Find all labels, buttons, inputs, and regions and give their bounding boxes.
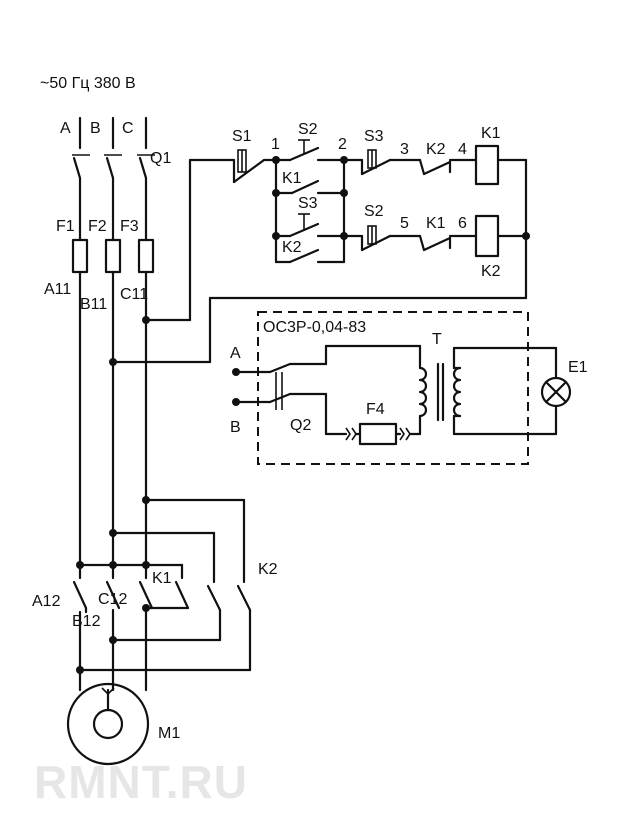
k2-interlock-label: K2 bbox=[426, 141, 446, 158]
k1-main-label: K1 bbox=[152, 570, 172, 587]
node-a12-label: A12 bbox=[32, 593, 61, 610]
node-b11-label: B11 bbox=[80, 296, 107, 313]
lighting-block-frame bbox=[257, 311, 529, 465]
node-b12-label: B12 bbox=[72, 613, 101, 630]
k2-main-contacts bbox=[206, 570, 252, 612]
node-c11-label: C11 bbox=[120, 286, 148, 303]
node-5-label: 5 bbox=[400, 215, 409, 232]
transformer-label: T bbox=[432, 331, 442, 348]
e1-label: E1 bbox=[568, 359, 588, 376]
reverse-start-branch bbox=[272, 191, 348, 264]
supply-label: ~50 Гц 380 В bbox=[40, 75, 136, 92]
m1-label: M1 bbox=[158, 725, 180, 742]
k1-hold-label: K1 bbox=[282, 170, 302, 187]
s3-bottom-label: S3 bbox=[298, 195, 318, 212]
button-s1 bbox=[226, 149, 278, 184]
phase-c-label: C bbox=[122, 120, 134, 137]
fuse-f4 bbox=[345, 414, 422, 446]
k2-hold-label: K2 bbox=[282, 239, 302, 256]
fuses bbox=[71, 238, 155, 274]
k1-coil bbox=[474, 144, 528, 186]
k1-interlock-contact bbox=[418, 234, 478, 252]
switch-q2 bbox=[268, 344, 422, 436]
s2-top-label: S2 bbox=[298, 121, 318, 138]
node-a11-label: A11 bbox=[44, 281, 71, 298]
node-4-label: 4 bbox=[458, 141, 467, 158]
lighting-block-title: ОС3Р-0,04-83 bbox=[263, 319, 366, 336]
k1-interlock-label: K1 bbox=[426, 215, 446, 232]
k2-coil-label: K2 bbox=[481, 263, 501, 280]
node-3-label: 3 bbox=[400, 141, 409, 158]
supply-lines bbox=[72, 116, 155, 156]
button-s3-forward-interlock bbox=[342, 149, 422, 176]
node-6-label: 6 bbox=[458, 215, 467, 232]
node-c12-label: C12 bbox=[98, 591, 127, 608]
f4-label: F4 bbox=[366, 401, 385, 418]
node-2-label: 2 bbox=[338, 136, 347, 153]
transformer-t bbox=[418, 346, 558, 436]
lighting-inputs bbox=[232, 368, 272, 406]
fuse-f2-label: F2 bbox=[88, 218, 107, 235]
k2-main-label: K2 bbox=[258, 561, 278, 578]
node-1-label: 1 bbox=[271, 136, 280, 153]
k1-main-contacts bbox=[72, 563, 190, 614]
input-a-label: A bbox=[230, 345, 241, 362]
q1-label: Q1 bbox=[150, 150, 171, 167]
phase-buses bbox=[78, 270, 148, 567]
button-s2-forward bbox=[274, 139, 346, 162]
lamp-e1 bbox=[540, 346, 572, 436]
phase-a-label: A bbox=[60, 120, 71, 137]
s1-label: S1 bbox=[232, 128, 252, 145]
q2-label: Q2 bbox=[290, 417, 311, 434]
button-s2-reverse-interlock bbox=[342, 225, 422, 252]
watermark: RMNT.RU bbox=[34, 756, 248, 808]
input-b-label: B bbox=[230, 419, 241, 436]
control-feed bbox=[142, 158, 230, 324]
phase-b-label: B bbox=[90, 120, 101, 137]
s2-bottom-label: S2 bbox=[364, 203, 384, 220]
fuse-f1-label: F1 bbox=[56, 218, 75, 235]
main-switch-q1 bbox=[72, 156, 148, 242]
motor-connections bbox=[76, 604, 252, 692]
k2-coil bbox=[474, 214, 528, 258]
power-contactor-feeds bbox=[76, 496, 246, 574]
fuse-f3-label: F3 bbox=[120, 218, 139, 235]
k1-coil-label: K1 bbox=[481, 125, 501, 142]
motor-m1 bbox=[66, 682, 150, 766]
s3-top-label: S3 bbox=[364, 128, 384, 145]
k2-interlock-contact bbox=[418, 158, 478, 176]
